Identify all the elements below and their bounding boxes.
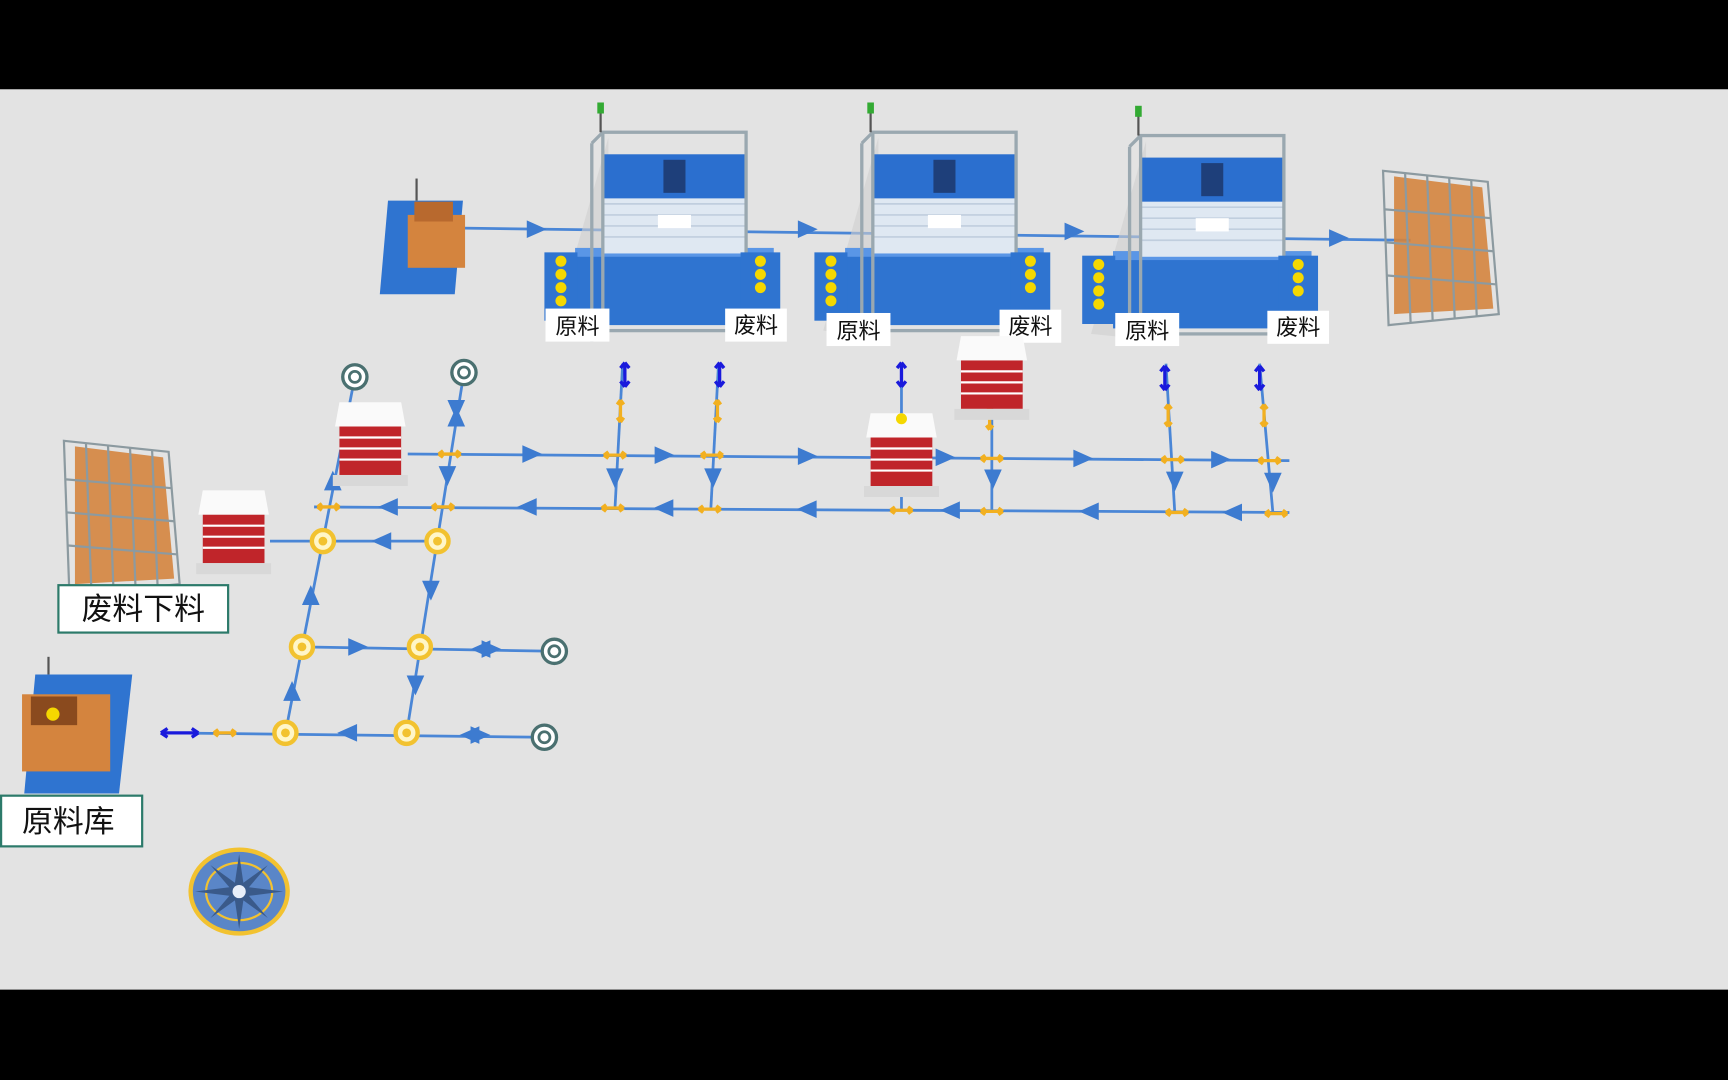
agv-1[interactable]: [331, 401, 409, 488]
svg-text:废料: 废料: [734, 314, 778, 339]
svg-text:原料库: 原料库: [22, 804, 115, 840]
svg-text:原料: 原料: [836, 319, 880, 344]
machine-1-output-label: 废料: [725, 308, 787, 342]
machine-3-output-label: 废料: [1267, 310, 1330, 344]
svg-text:废料下料: 废料下料: [82, 591, 205, 627]
agv-4[interactable]: [953, 335, 1031, 421]
raw-store[interactable]: [22, 656, 133, 794]
machine-1-input-label: 原料: [545, 308, 610, 342]
agv-3[interactable]: [862, 412, 941, 499]
scrap-unload-label: 废料下料: [57, 584, 230, 634]
svg-text:废料: 废料: [1276, 316, 1320, 341]
raw-store-label: 原料库: [0, 794, 144, 848]
navigation-compass-icon[interactable]: [188, 847, 290, 936]
bidirectional-markers: [159, 360, 1289, 739]
machine-2-input-label: 原料: [826, 312, 891, 347]
agv-2[interactable]: [195, 489, 273, 576]
svg-text:废料: 废料: [1008, 315, 1052, 340]
svg-text:原料: 原料: [555, 315, 599, 340]
scrap-cage[interactable]: [62, 439, 181, 597]
raw-source-station[interactable]: [379, 178, 466, 295]
machine-3-input-label: 原料: [1115, 312, 1180, 347]
svg-text:原料: 原料: [1125, 319, 1169, 344]
finished-goods-cage[interactable]: [1381, 169, 1500, 327]
